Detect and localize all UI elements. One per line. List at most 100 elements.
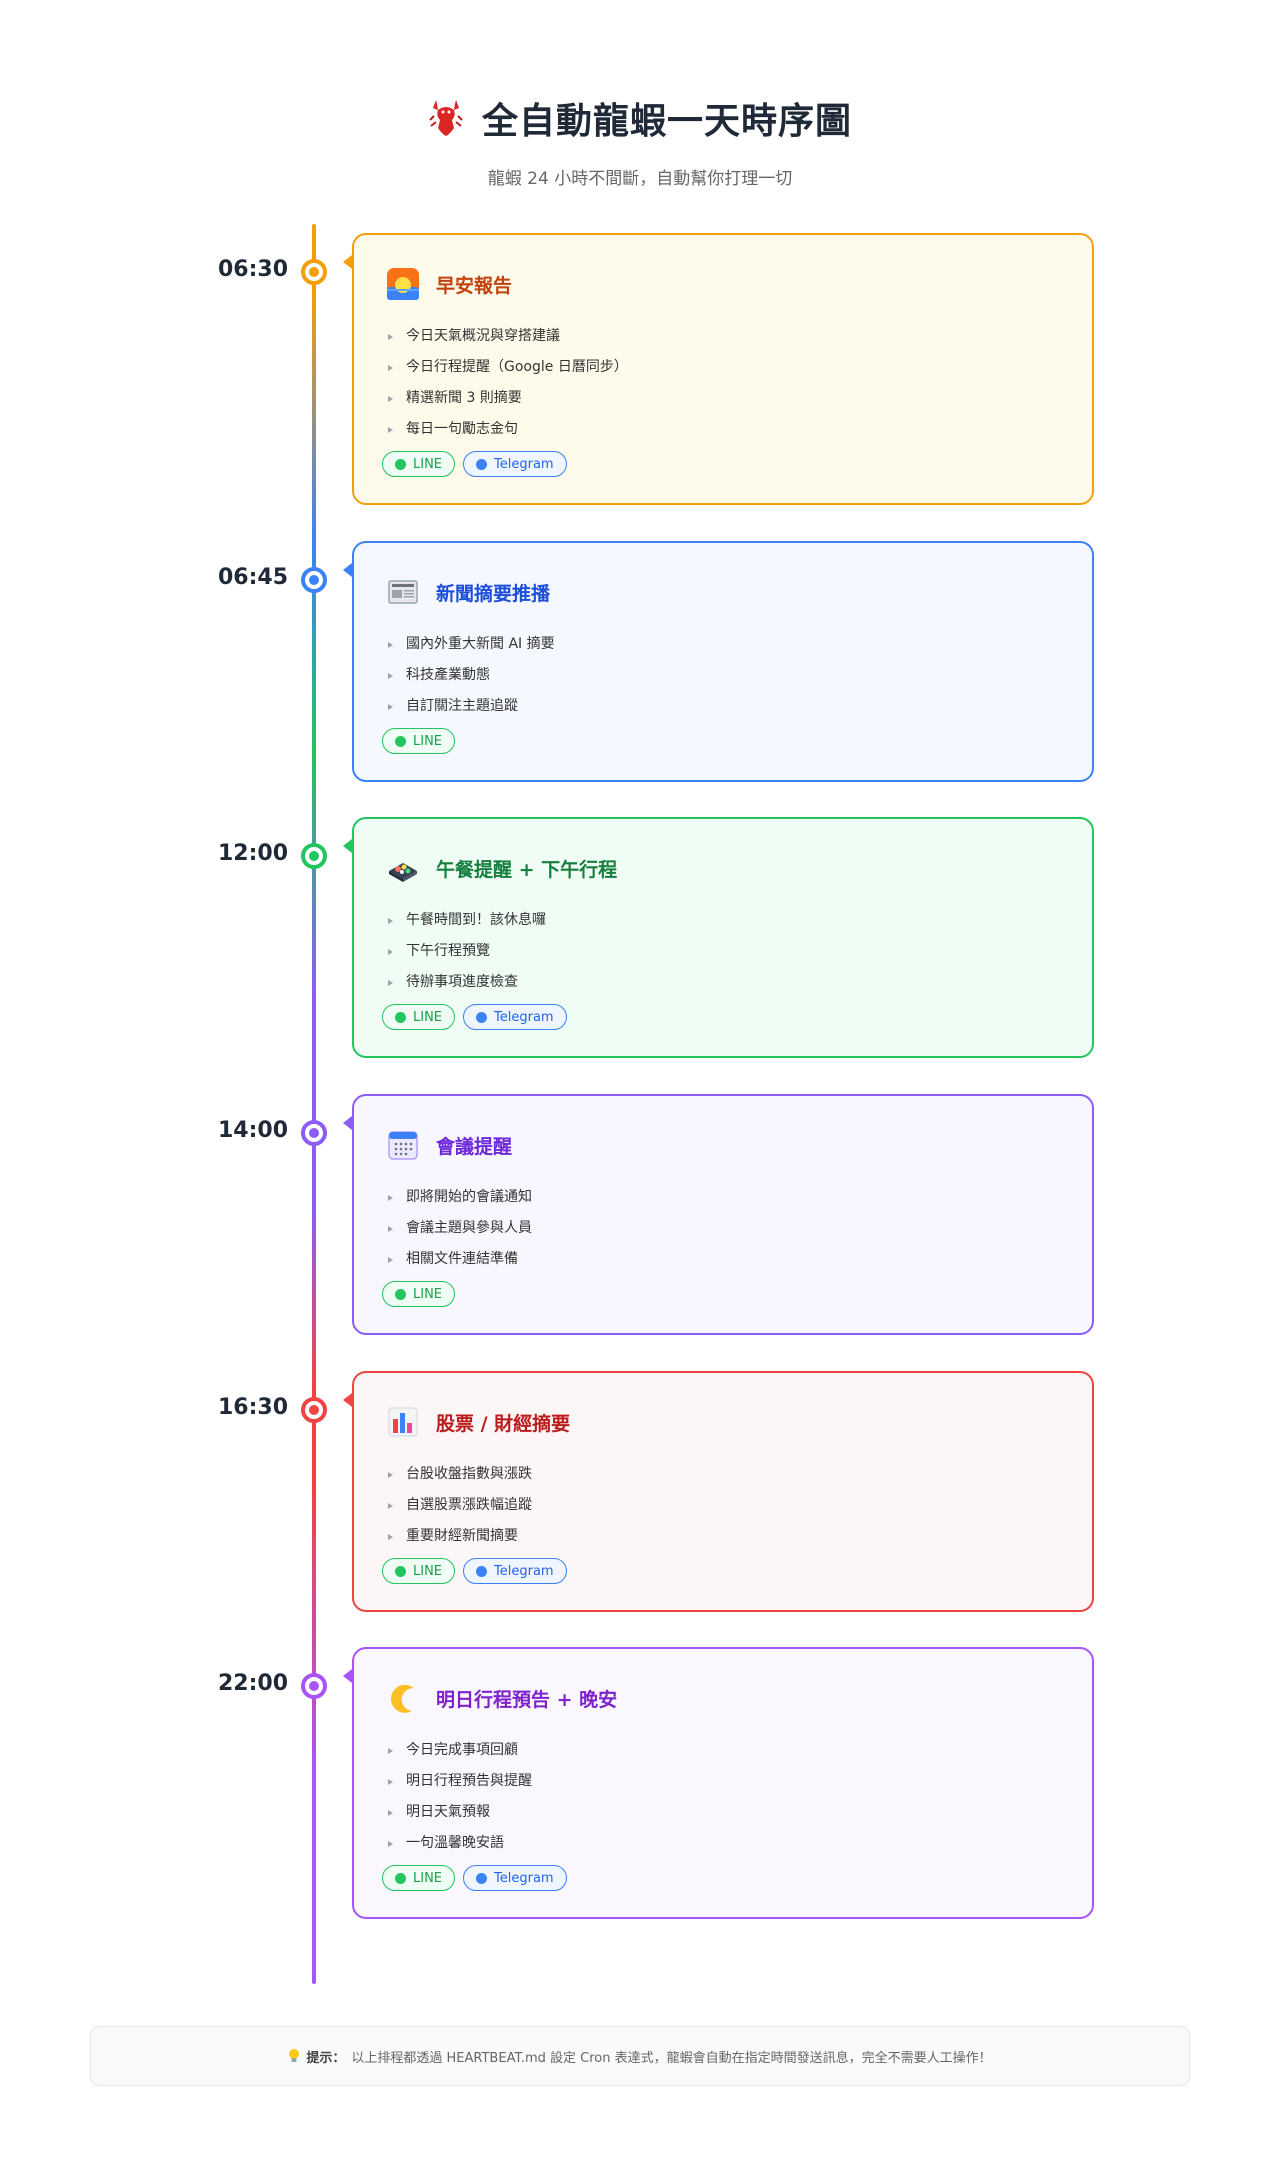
list-item: 待辦事項進度檢查 xyxy=(386,967,546,998)
channel-tags: LINE Telegram xyxy=(382,1004,567,1030)
channel-tags: LINE Telegram xyxy=(382,451,567,477)
card-title: 會議提醒 xyxy=(436,1135,513,1158)
tip-label: 提示： xyxy=(306,2050,346,2066)
telegram-dot-icon xyxy=(476,1011,488,1023)
newspaper-icon xyxy=(386,575,420,609)
list-item: 精選新聞 3 則摘要 xyxy=(386,383,628,414)
telegram-dot-icon xyxy=(476,458,488,470)
card-header: 新聞摘要推播 xyxy=(386,575,550,609)
tag-label: LINE xyxy=(413,456,443,472)
tag-label: LINE xyxy=(413,733,443,749)
moon-icon xyxy=(386,1681,420,1715)
tag-label: Telegram xyxy=(494,1563,554,1579)
channel-tags: LINE xyxy=(382,728,456,754)
card-title: 新聞摘要推播 xyxy=(436,582,551,605)
tag-label: LINE xyxy=(413,1870,443,1886)
card-header: 明日行程預告 + 晚安 xyxy=(386,1681,617,1715)
page-subtitle: 龍蝦 24 小時不間斷，自動幫你打理一切 xyxy=(487,169,793,189)
list-item: 明日天氣預報 xyxy=(386,1797,532,1828)
event-card: 早安報告 今日天氣概況與穿搭建議 今日行程提醒（Google 日曆同步） 精選新… xyxy=(343,233,1094,505)
event-time: 14:00 xyxy=(217,1118,288,1143)
timeline-line xyxy=(312,224,316,1984)
card-title: 早安報告 xyxy=(436,274,513,297)
timeline-node xyxy=(301,259,327,285)
lightbulb-icon xyxy=(288,2048,300,2064)
channel-tags: LINE Telegram xyxy=(382,1558,567,1584)
item-list: 今日完成事項回顧 明日行程預告與提醒 明日天氣預報 一句溫馨晚安語 xyxy=(386,1735,532,1859)
bento-icon xyxy=(386,851,420,885)
item-list: 國內外重大新聞 AI 摘要 科技產業動態 自訂關注主題追蹤 xyxy=(386,629,555,722)
event-card: 午餐提醒 + 下午行程 午餐時間到！該休息囉 下午行程預覽 待辦事項進度檢查 L… xyxy=(343,817,1094,1058)
line-tag: LINE xyxy=(382,728,456,754)
event-time: 12:00 xyxy=(217,841,288,866)
telegram-dot-icon xyxy=(476,1872,488,1884)
list-item: 每日一句勵志金句 xyxy=(386,414,628,445)
timeline-node xyxy=(301,1120,327,1146)
list-item: 重要財經新聞摘要 xyxy=(386,1521,532,1552)
telegram-tag: Telegram xyxy=(463,1558,567,1584)
timeline-node xyxy=(301,1673,327,1699)
card-header: 午餐提醒 + 下午行程 xyxy=(386,851,617,885)
line-tag: LINE xyxy=(382,451,456,477)
page-title: 全自動龍蝦一天時序圖 xyxy=(481,101,852,142)
tip-box: 提示： 以上排程都透過 HEARTBEAT.md 設定 Cron 表達式，龍蝦會… xyxy=(90,2026,1190,2086)
list-item: 科技產業動態 xyxy=(386,660,555,691)
line-dot-icon xyxy=(395,735,406,747)
telegram-tag: Telegram xyxy=(463,451,567,477)
card-arrow xyxy=(343,563,352,577)
card-arrow xyxy=(343,1669,352,1683)
tag-label: LINE xyxy=(413,1563,443,1579)
event-time: 22:00 xyxy=(217,1671,288,1696)
item-list: 台股收盤指數與漲跌 自選股票漲跌幅追蹤 重要財經新聞摘要 xyxy=(386,1459,532,1552)
event-time: 06:30 xyxy=(217,257,288,282)
card-title: 明日行程預告 + 晚安 xyxy=(436,1688,618,1711)
timeline-node xyxy=(301,1397,327,1423)
list-item: 台股收盤指數與漲跌 xyxy=(386,1459,532,1490)
title-row: 全自動龍蝦一天時序圖 xyxy=(0,92,1280,144)
line-dot-icon xyxy=(395,1565,406,1577)
card-arrow xyxy=(343,839,352,853)
page-header: 全自動龍蝦一天時序圖 龍蝦 24 小時不間斷，自動幫你打理一切 xyxy=(0,92,1280,189)
event-card: 新聞摘要推播 國內外重大新聞 AI 摘要 科技產業動態 自訂關注主題追蹤 LIN… xyxy=(343,541,1094,782)
tag-label: Telegram xyxy=(494,1009,554,1025)
line-tag: LINE xyxy=(382,1004,456,1030)
event-time: 16:30 xyxy=(217,1395,288,1420)
card-header: 早安報告 xyxy=(386,267,512,301)
card-arrow xyxy=(343,255,352,269)
line-tag: LINE xyxy=(382,1281,456,1307)
item-list: 今日天氣概況與穿搭建議 今日行程提醒（Google 日曆同步） 精選新聞 3 則… xyxy=(386,321,628,445)
tag-label: LINE xyxy=(413,1009,443,1025)
card-arrow xyxy=(343,1393,352,1407)
sunrise-icon xyxy=(386,267,420,301)
line-tag: LINE xyxy=(382,1558,456,1584)
list-item: 午餐時間到！該休息囉 xyxy=(386,905,546,936)
list-item: 國內外重大新聞 AI 摘要 xyxy=(386,629,555,660)
line-dot-icon xyxy=(395,1288,406,1300)
channel-tags: LINE Telegram xyxy=(382,1865,567,1891)
card-header: 股票 / 財經摘要 xyxy=(386,1405,570,1439)
telegram-tag: Telegram xyxy=(463,1865,567,1891)
event-card: 明日行程預告 + 晚安 今日完成事項回顧 明日行程預告與提醒 明日天氣預報 一句… xyxy=(343,1647,1094,1919)
tag-label: Telegram xyxy=(494,1870,554,1886)
item-list: 即將開始的會議通知 會議主題與參與人員 相關文件連結準備 xyxy=(386,1182,532,1275)
list-item: 相關文件連結準備 xyxy=(386,1244,532,1275)
line-dot-icon xyxy=(395,1011,406,1023)
card-title: 午餐提醒 + 下午行程 xyxy=(436,858,618,881)
line-dot-icon xyxy=(395,458,406,470)
list-item: 今日天氣概況與穿搭建議 xyxy=(386,321,628,352)
tag-label: Telegram xyxy=(494,456,554,472)
line-tag: LINE xyxy=(382,1865,456,1891)
event-card: 股票 / 財經摘要 台股收盤指數與漲跌 自選股票漲跌幅追蹤 重要財經新聞摘要 L… xyxy=(343,1371,1094,1612)
list-item: 即將開始的會議通知 xyxy=(386,1182,532,1213)
list-item: 今日行程提醒（Google 日曆同步） xyxy=(386,352,628,383)
line-dot-icon xyxy=(395,1872,406,1884)
timeline-node xyxy=(301,843,327,869)
list-item: 會議主題與參與人員 xyxy=(386,1213,532,1244)
card-arrow xyxy=(343,1116,352,1130)
calendar-icon xyxy=(386,1128,420,1162)
tag-label: LINE xyxy=(413,1286,443,1302)
card-title: 股票 / 財經摘要 xyxy=(436,1412,571,1435)
tip-text: 以上排程都透過 HEARTBEAT.md 設定 Cron 表達式，龍蝦會自動在指… xyxy=(351,2050,992,2066)
event-time: 06:45 xyxy=(217,565,288,590)
telegram-tag: Telegram xyxy=(463,1004,567,1030)
